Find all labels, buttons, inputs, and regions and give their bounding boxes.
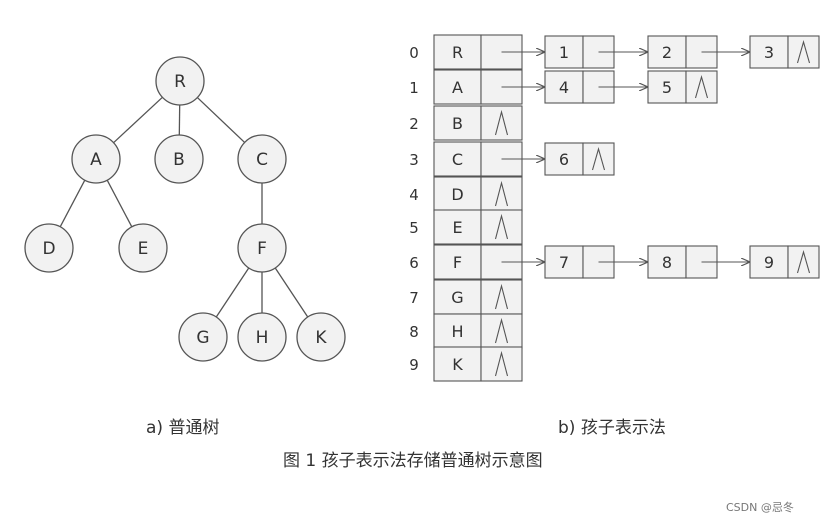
tree-node-label: K xyxy=(315,328,327,348)
tree-node: E xyxy=(118,223,168,273)
row-label: A xyxy=(452,78,463,97)
null-pointer-icon xyxy=(494,213,509,240)
table-data-cell xyxy=(433,346,482,382)
tree-node-circle xyxy=(24,223,74,273)
child-node-label: 9 xyxy=(764,253,774,272)
row-index: 5 xyxy=(409,219,419,237)
row-label: R xyxy=(452,43,463,62)
row-label: F xyxy=(453,253,462,272)
tree-node-label: R xyxy=(174,72,186,92)
row-label: K xyxy=(452,355,463,374)
null-pointer-icon xyxy=(694,74,709,99)
tree-node-circle xyxy=(296,312,346,362)
tree-node-label: A xyxy=(90,150,102,170)
child-node-value xyxy=(544,70,584,104)
tree-edge xyxy=(113,96,163,144)
tree-node-label: B xyxy=(173,150,185,170)
row-index: 6 xyxy=(409,254,419,272)
table-data-cell xyxy=(433,244,482,280)
row-index: 0 xyxy=(409,44,419,62)
tree-node: H xyxy=(237,312,287,362)
tree-edge xyxy=(274,267,309,318)
table-pointer-cell xyxy=(480,346,523,382)
tree-node-label: H xyxy=(256,328,269,348)
row-index: 7 xyxy=(409,289,419,307)
row-index: 2 xyxy=(409,115,419,133)
row-index: 3 xyxy=(409,151,419,169)
tree-node: A xyxy=(71,134,121,184)
row-label: D xyxy=(451,185,463,204)
child-node-label: 2 xyxy=(662,43,672,62)
child-node-label: 5 xyxy=(662,78,672,97)
tree-node-circle xyxy=(237,312,287,362)
tree-node: R xyxy=(155,56,205,106)
tree-edges xyxy=(59,96,309,318)
child-node-label: 8 xyxy=(662,253,672,272)
tree-node-circle xyxy=(71,134,121,184)
row-index: 9 xyxy=(409,356,419,374)
child-node-label: 4 xyxy=(559,78,569,97)
null-pointer-icon xyxy=(591,146,606,171)
row-label: B xyxy=(452,114,463,133)
null-pointer-icon xyxy=(494,350,509,377)
tree-node: D xyxy=(24,223,74,273)
tree-node: F xyxy=(237,223,287,273)
row-label: H xyxy=(451,322,463,341)
row-label: G xyxy=(451,288,463,307)
watermark: CSDN @忌冬 xyxy=(726,501,794,514)
child-node-value xyxy=(647,35,687,69)
tree-node-label: E xyxy=(138,239,149,259)
tree-node: G xyxy=(178,312,228,362)
child-node-label: 1 xyxy=(559,43,569,62)
tree-node-label: F xyxy=(257,239,267,259)
tree-nodes: R A B C D E F G H K xyxy=(24,56,346,362)
table-data-cell xyxy=(433,313,482,349)
row-index: 1 xyxy=(409,79,419,97)
tree-node-circle xyxy=(237,223,287,273)
row-index: 4 xyxy=(409,186,419,204)
row-index: 8 xyxy=(409,323,419,341)
tree-node: B xyxy=(154,134,204,184)
child-node-label: 7 xyxy=(559,253,569,272)
child-node-value xyxy=(749,245,789,279)
tree-edge xyxy=(59,179,86,228)
table-data-cell xyxy=(433,69,482,105)
tree-node-label: C xyxy=(256,150,268,170)
null-pointer-icon xyxy=(494,109,509,136)
row-label: C xyxy=(452,150,463,169)
table-data-cell xyxy=(433,141,482,177)
caption-right: b) 孩子表示法 xyxy=(558,418,666,438)
tree-node: C xyxy=(237,134,287,184)
tree-node-circle xyxy=(178,312,228,362)
tree-edge xyxy=(215,267,250,318)
child-node-value xyxy=(544,35,584,69)
tree-node-circle xyxy=(118,223,168,273)
null-pointer-icon xyxy=(494,180,509,207)
tree-node-label: D xyxy=(42,239,55,259)
row-label: E xyxy=(452,218,462,237)
tree-node: K xyxy=(296,312,346,362)
tree-node-circle xyxy=(154,134,204,184)
null-pointer-icon xyxy=(796,249,811,274)
tree-node-label: G xyxy=(196,328,209,348)
figure-caption: 图 1 孩子表示法存储普通树示意图 xyxy=(283,451,543,471)
null-pointer-icon xyxy=(796,39,811,64)
child-node-value xyxy=(749,35,789,69)
tree-node-circle xyxy=(155,56,205,106)
tree-node-circle xyxy=(237,134,287,184)
caption-left: a) 普通树 xyxy=(146,418,220,438)
child-node-value xyxy=(544,245,584,279)
child-node-label: 3 xyxy=(764,43,774,62)
tree-edge xyxy=(106,179,133,228)
child-node-label: 6 xyxy=(559,150,569,169)
null-pointer-icon xyxy=(494,317,509,344)
table-data-cell xyxy=(433,34,482,70)
tree-edge xyxy=(196,97,246,143)
null-pointer-icon xyxy=(494,283,509,310)
table-data-cell xyxy=(433,176,482,212)
